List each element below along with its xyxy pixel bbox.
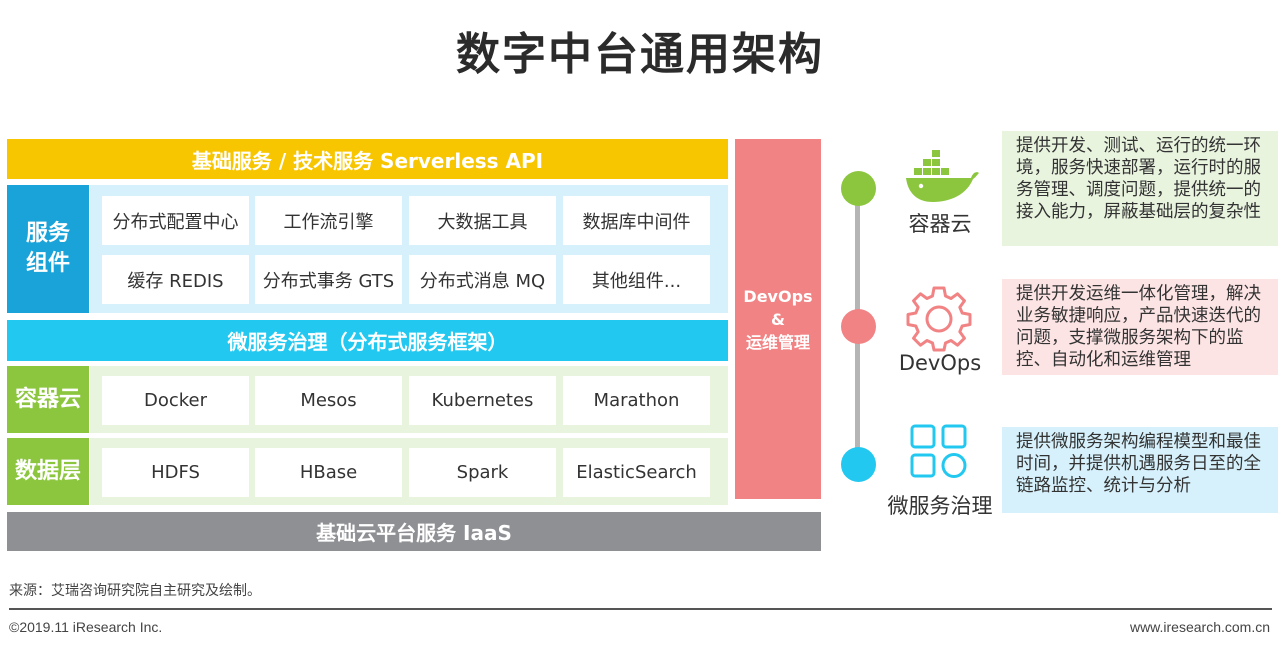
service-cell: 大数据工具 [409, 196, 556, 245]
footer-divider [9, 608, 1272, 610]
devops-right-label: DevOps [898, 351, 982, 375]
service-cell: 分布式消息 MQ [409, 255, 556, 304]
service-cell: 数据库中间件 [563, 196, 710, 245]
devops-description: 提供开发运维一体化管理，解决业务敏捷响应，产品快速迭代的问题，支撑微服务架构下的… [1002, 279, 1278, 375]
timeline-dot-container [841, 171, 876, 206]
service-components-label-line1: 服务 [25, 221, 70, 246]
service-cell: 分布式事务 GTS [255, 255, 402, 304]
container-cell: Mesos [255, 376, 402, 425]
timeline-dot-devops [841, 309, 876, 344]
copyright-text: ©2019.11 iResearch Inc. [9, 619, 163, 635]
microservice-description: 提供微服务架构编程模型和最佳时间，并提供机遇服务日至的全链路监控、统计与分析 [1002, 427, 1278, 513]
timeline-dot-microservice [841, 447, 876, 482]
service-components-label: 服务 组件 [7, 185, 89, 313]
devops-column-line2: & [771, 309, 785, 329]
source-note: 来源：艾瑞咨询研究院自主研究及绘制。 [9, 583, 261, 599]
data-cell: ElasticSearch [563, 448, 710, 497]
serverless-api-bar: 基础服务 / 技术服务 Serverless API [7, 139, 728, 179]
data-cell: Spark [409, 448, 556, 497]
service-cell: 缓存 REDIS [102, 255, 249, 304]
data-cell: HDFS [102, 448, 249, 497]
container-cell: Kubernetes [409, 376, 556, 425]
data-cell: HBase [255, 448, 402, 497]
microservice-right-label: 微服务治理 [887, 494, 993, 518]
service-components-label-line2: 组件 [25, 251, 70, 276]
devops-column-line1: DevOps [743, 286, 813, 306]
page-title: 数字中台通用架构 [456, 29, 824, 80]
website-link[interactable]: www.iresearch.com.cn [1129, 619, 1270, 635]
iaas-bar: 基础云平台服务 IaaS [7, 512, 821, 551]
container-cloud-right-label: 容器云 [908, 212, 972, 236]
grid-apps-icon [909, 423, 969, 479]
container-cell: Docker [102, 376, 249, 425]
service-cell: 其他组件... [563, 255, 710, 304]
service-cell: 工作流引擎 [255, 196, 402, 245]
gear-icon [906, 286, 972, 352]
service-cell: 分布式配置中心 [102, 196, 249, 245]
container-cloud-label: 容器云 [7, 366, 89, 433]
container-cell: Marathon [563, 376, 710, 425]
microservice-governance-bar: 微服务治理（分布式服务框架） [7, 320, 728, 361]
docker-whale-icon [903, 148, 979, 204]
devops-column-line3: 运维管理 [745, 332, 810, 352]
container-cloud-description: 提供开发、测试、运行的统一环境，服务快速部署，运行时的服务管理、调度问题，提供统… [1002, 131, 1278, 246]
data-layer-label: 数据层 [7, 438, 89, 505]
devops-ops-column: DevOps & 运维管理 [735, 139, 821, 499]
